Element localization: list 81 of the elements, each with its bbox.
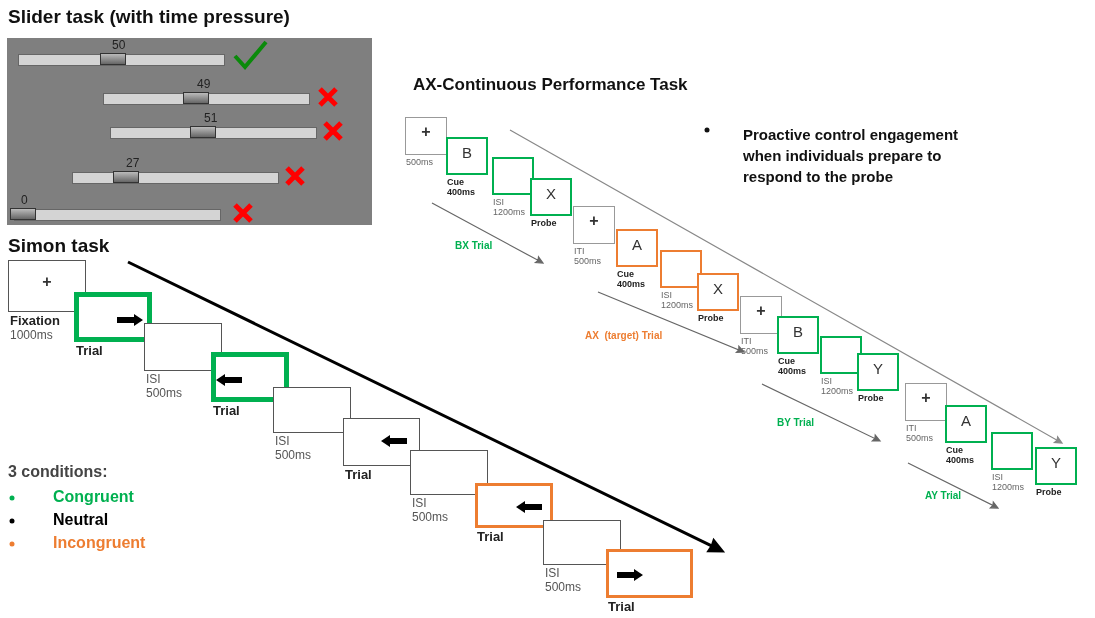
screen-frame bbox=[211, 352, 289, 402]
screen-frame bbox=[616, 229, 658, 267]
timing-caption: ISI 1200ms bbox=[821, 376, 855, 397]
screen-frame bbox=[905, 383, 947, 421]
stimulus-symbol: X bbox=[545, 187, 557, 201]
screen-frame bbox=[405, 117, 447, 155]
phase-caption: Probe bbox=[1036, 487, 1063, 498]
screen-frame bbox=[343, 418, 420, 466]
task-heading: Slider task (with time pressure) bbox=[8, 6, 290, 28]
timing-caption: ISI 500ms bbox=[146, 373, 184, 401]
screen-frame bbox=[991, 432, 1033, 470]
timing-caption: ITI 500ms bbox=[906, 423, 934, 444]
screen-frame bbox=[8, 260, 86, 312]
timing-caption: ITI 500ms bbox=[574, 246, 602, 267]
conditions-heading: 3 conditions: bbox=[8, 463, 108, 482]
task-heading: AX-Continuous Performance Task bbox=[413, 75, 688, 95]
stimulus-symbol: + bbox=[41, 275, 53, 289]
screen-frame bbox=[1035, 447, 1077, 485]
phase-caption: Cue 400ms bbox=[946, 445, 976, 466]
screen-frame bbox=[273, 387, 351, 433]
phase-caption: Fixation bbox=[10, 314, 60, 329]
screen-frame bbox=[857, 353, 899, 391]
slider-value: 51 bbox=[204, 112, 218, 126]
timing-caption: ISI 500ms bbox=[275, 435, 313, 463]
screen-frame bbox=[530, 178, 572, 216]
screen-frame bbox=[777, 316, 819, 354]
phase-caption: Trial bbox=[345, 468, 372, 483]
trial-type-label: AY Trial bbox=[925, 490, 962, 502]
task-heading: Simon task bbox=[8, 235, 110, 257]
stimulus-symbol: + bbox=[588, 214, 600, 228]
timing-caption: ISI 1200ms bbox=[493, 197, 527, 218]
screen-frame bbox=[492, 157, 534, 195]
phase-caption: Trial bbox=[76, 344, 103, 359]
stimulus-symbol: X bbox=[712, 282, 724, 296]
stimulus-symbol: + bbox=[920, 391, 932, 405]
screen-frame bbox=[74, 292, 152, 342]
phase-caption: Cue 400ms bbox=[778, 356, 808, 377]
legend-label: Congruent bbox=[53, 488, 134, 507]
screen-frame bbox=[543, 520, 621, 565]
stimulus-symbol: + bbox=[420, 125, 432, 139]
stimulus-symbol: A bbox=[960, 414, 972, 428]
stimulus-symbol: A bbox=[631, 238, 643, 252]
screen-frame bbox=[697, 273, 739, 311]
phase-caption: Cue 400ms bbox=[617, 269, 647, 290]
screen-frame bbox=[475, 483, 553, 528]
timing-caption: 500ms bbox=[406, 157, 434, 168]
phase-caption: Trial bbox=[213, 404, 240, 419]
stimulus-symbol: Y bbox=[1050, 456, 1062, 470]
stimulus-symbol: B bbox=[461, 146, 473, 160]
bullet-note: Proactive control engagement when individuals prepare to respond to the probe bbox=[743, 125, 960, 187]
phase-caption: Trial bbox=[608, 600, 635, 615]
screen-frame bbox=[446, 137, 488, 175]
timing-caption: ISI 1200ms bbox=[992, 472, 1026, 493]
phase-caption: Probe bbox=[858, 393, 885, 404]
screen-frame bbox=[740, 296, 782, 334]
timing-caption: ISI 500ms bbox=[545, 567, 583, 595]
timing-caption: ISI 1200ms bbox=[661, 290, 695, 311]
phase-caption: Trial bbox=[477, 530, 504, 545]
slider-value: 27 bbox=[126, 157, 140, 171]
timing-caption: ISI 500ms bbox=[412, 497, 450, 525]
slider-value: 49 bbox=[197, 78, 211, 92]
screen-frame bbox=[820, 336, 862, 374]
phase-caption: Cue 400ms bbox=[447, 177, 477, 198]
slider-value: 0 bbox=[21, 194, 28, 208]
phase-caption: Probe bbox=[698, 313, 725, 324]
screen-frame bbox=[410, 450, 488, 495]
screen-frame bbox=[606, 549, 693, 598]
screen-frame bbox=[660, 250, 702, 288]
trial-type-label: BX Trial bbox=[455, 240, 493, 252]
slider-value: 50 bbox=[112, 39, 126, 53]
screen-frame bbox=[945, 405, 987, 443]
screen-frame bbox=[144, 323, 222, 371]
stimulus-symbol: + bbox=[755, 304, 767, 318]
legend-label: Incongruent bbox=[53, 534, 146, 553]
trial-type-label: BY Trial bbox=[777, 417, 815, 429]
stimulus-symbol: Y bbox=[872, 362, 884, 376]
phase-caption: Probe bbox=[531, 218, 558, 229]
screen-frame bbox=[573, 206, 615, 244]
trial-type-label: AX (target) Trial bbox=[585, 330, 663, 342]
legend-label: Neutral bbox=[53, 511, 109, 530]
stimulus-symbol: B bbox=[792, 325, 804, 339]
